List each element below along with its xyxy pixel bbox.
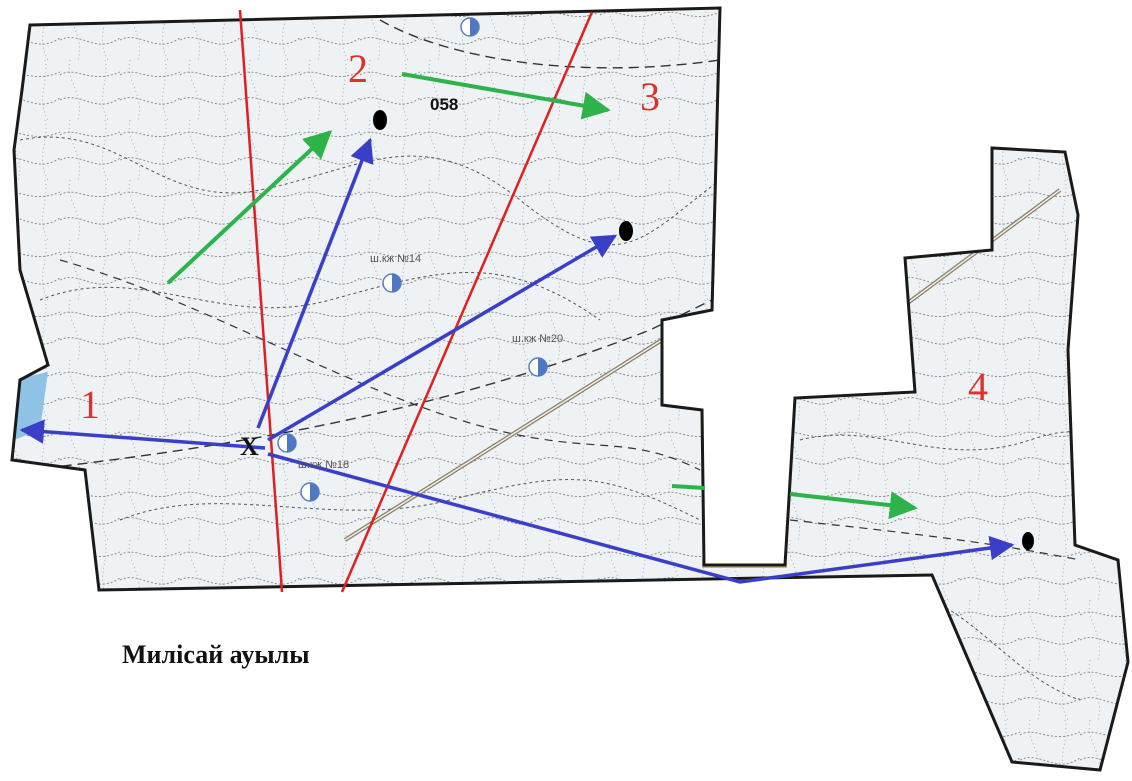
green-arrows <box>166 72 918 520</box>
zone-boundary-line <box>340 11 594 593</box>
zone-label-2: 2 <box>348 46 368 91</box>
zone-boundary-line <box>238 9 284 593</box>
waypoint-dot-icon <box>1022 532 1034 550</box>
well-icon <box>300 482 320 502</box>
grid-code-label: 058 <box>430 95 458 114</box>
zone-label-4: 4 <box>968 364 988 409</box>
blue-arrow <box>256 137 374 429</box>
well-icon <box>382 273 402 293</box>
well-icon <box>528 357 548 377</box>
well-label: ш.кж №20 <box>512 333 563 345</box>
blue-arrow <box>267 452 1015 584</box>
blue-arrow <box>19 419 266 450</box>
waypoint-dot-icon <box>619 221 633 241</box>
green-arrow <box>789 491 918 520</box>
blue-arrows <box>19 137 1015 584</box>
well-label: ш.кж №18 <box>298 459 349 471</box>
green-arrow <box>166 130 333 285</box>
well-label: ш.кж №14 <box>370 253 421 265</box>
well-icon <box>277 433 297 453</box>
origin-label: X <box>240 432 259 461</box>
road <box>343 188 1062 542</box>
zone-label-1: 1 <box>80 382 100 427</box>
green-arrow <box>401 72 611 120</box>
map-caption: Милісай ауылы <box>122 640 310 669</box>
well-icon <box>460 17 480 37</box>
green-arrow <box>671 484 706 490</box>
waypoint-dot-icon <box>373 110 387 130</box>
zone-label-3: 3 <box>640 74 660 119</box>
boundary-outline <box>10 6 1130 772</box>
blue-arrow <box>267 234 618 442</box>
